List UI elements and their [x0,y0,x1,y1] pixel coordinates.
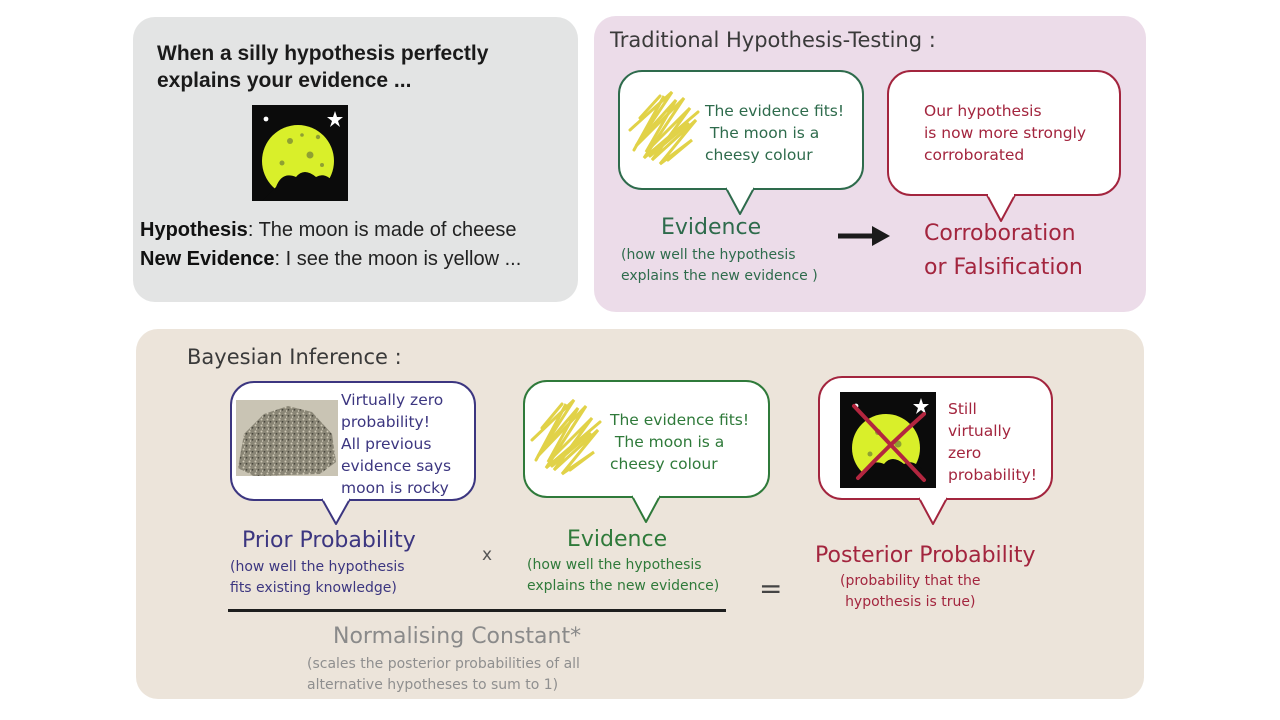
silly-hypothesis-panel [133,17,578,302]
posterior-bubble-text: Still virtually zero probability! [948,400,1037,484]
hypothesis-label: Hypothesis [140,219,248,241]
trad-corroboration-bubble [887,70,1121,196]
posterior-sub: (probability that the hypothesis is true… [840,573,981,610]
fraction-bar [228,609,726,612]
bayes-evidence-bubble-text: The evidence fits! The moon is a cheesy … [610,411,750,473]
evidence-text: : I see the moon is yellow ... [274,248,522,270]
hypothesis-line: Hypothesis: The moon is made of cheese [140,219,516,242]
bayes-evidence-sub: (how well the hypothesis explains the ne… [527,557,720,594]
trad-corroboration-bubble-text: Our hypothesis is now more strongly corr… [924,102,1087,164]
normalising-label: Normalising Constant* [333,624,582,649]
bayesian-title: Bayesian Inference : [187,345,402,369]
rock-photo-icon [236,400,338,476]
hypothesis-text: : The moon is made of cheese [247,219,517,241]
trad-result-label-2: or Falsification [924,255,1083,280]
times-sign: x [482,545,493,565]
trad-evidence-label: Evidence [661,215,762,240]
trad-evidence-sub: (how well the hypothesis explains the ne… [621,247,818,284]
trad-result-label-1: Corroboration [924,221,1076,246]
bayes-evidence-label: Evidence [567,527,668,552]
prior-label: Prior Probability [242,528,416,553]
prior-sub: (how well the hypothesis fits existing k… [230,559,405,596]
equals-sign: = [759,572,783,605]
evidence-label: New Evidence [140,248,275,270]
silly-title: When a silly hypothesis perfectly explai… [157,42,489,92]
evidence-line: New Evidence: I see the moon is yellow .… [140,248,521,271]
crossed-moon-icon [840,392,936,488]
trad-evidence-bubble-text: The evidence fits! The moon is a cheesy … [705,102,845,164]
moon-cheese-icon [252,105,348,201]
prior-bubble-text: Virtually zero probability! All previous… [341,391,452,497]
traditional-title: Traditional Hypothesis-Testing : [610,28,936,52]
posterior-label: Posterior Probability [815,543,1036,568]
normalising-sub: (scales the posterior probabilities of a… [307,656,580,693]
